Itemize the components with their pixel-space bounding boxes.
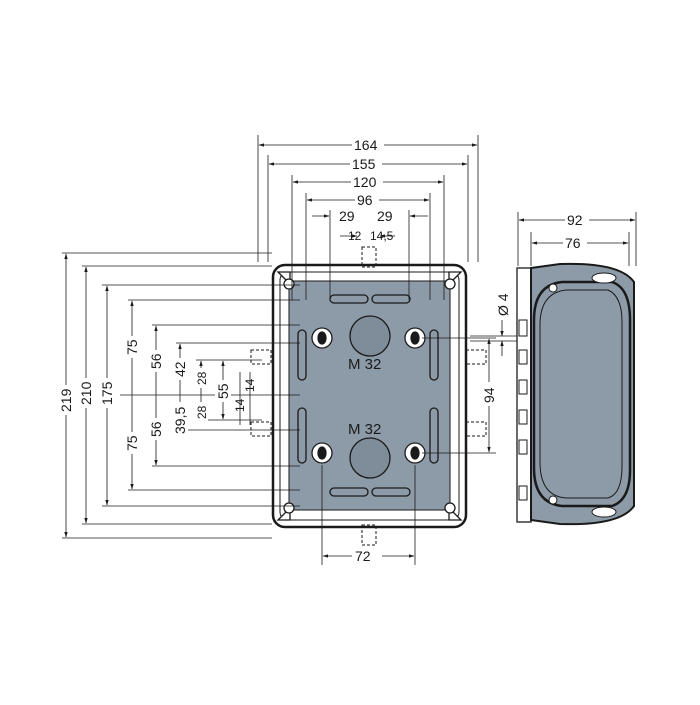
side-latches — [548, 272, 617, 518]
knockout-m32-top — [349, 315, 391, 357]
knockout-m32-bottom — [349, 437, 391, 479]
dim-29-left: 29 — [339, 208, 355, 224]
dim-56-bottom: 56 — [148, 421, 164, 437]
corner-screws — [276, 271, 463, 521]
dim-14-5: 14,5 — [370, 229, 394, 243]
inner-dimension-lines — [321, 320, 525, 565]
top-dimension-labels: 164 155 120 96 29 29 12 14,5 — [339, 137, 394, 243]
dim-72: 72 — [355, 548, 371, 564]
dim-120: 120 — [353, 174, 377, 190]
dim-155: 155 — [352, 156, 376, 172]
side-lid-curve-inner — [539, 289, 623, 499]
inner-dimension-labels: 94 Ø 4 72 — [352, 293, 511, 564]
dim-219: 219 — [58, 388, 74, 412]
label-m32-bottom: M 32 — [348, 421, 381, 438]
dim-14-b: 14 — [243, 378, 257, 392]
wall-fasteners — [250, 246, 487, 546]
dim-75-top: 75 — [124, 339, 140, 355]
dim-phi-4: Ø 4 — [495, 293, 511, 316]
dim-28-bottom: 28 — [195, 405, 209, 419]
dim-76: 76 — [565, 235, 581, 251]
dim-42: 42 — [172, 361, 188, 377]
side-lid-curve-outer — [532, 280, 632, 508]
side-lid-shape — [530, 262, 635, 526]
side-lugs — [518, 319, 528, 501]
dim-92: 92 — [567, 212, 583, 228]
dim-39-5: 39,5 — [172, 407, 188, 434]
left-dimension-lines — [62, 252, 300, 539]
dim-55: 55 — [215, 383, 231, 399]
dim-14-a: 14 — [233, 398, 247, 412]
side-base — [516, 267, 532, 523]
dim-75-bottom: 75 — [124, 435, 140, 451]
housing-inner-outline — [279, 271, 460, 521]
dim-28-top: 28 — [195, 371, 209, 385]
label-m32-top: M 32 — [348, 356, 381, 373]
dim-164: 164 — [354, 137, 378, 153]
left-dimension-labels: 219 210 175 75 75 56 56 42 39,5 28 28 55… — [57, 336, 257, 454]
front-view: M 32 M 32 — [250, 246, 487, 546]
dim-94: 94 — [481, 387, 497, 403]
dim-12: 12 — [348, 229, 362, 243]
dim-56-top: 56 — [148, 353, 164, 369]
dim-210: 210 — [78, 381, 94, 405]
dim-96: 96 — [357, 192, 373, 208]
dim-175: 175 — [99, 381, 115, 405]
side-view — [516, 262, 635, 526]
side-dimension-labels: 92 76 — [563, 212, 589, 251]
dim-29-right: 29 — [377, 208, 393, 224]
